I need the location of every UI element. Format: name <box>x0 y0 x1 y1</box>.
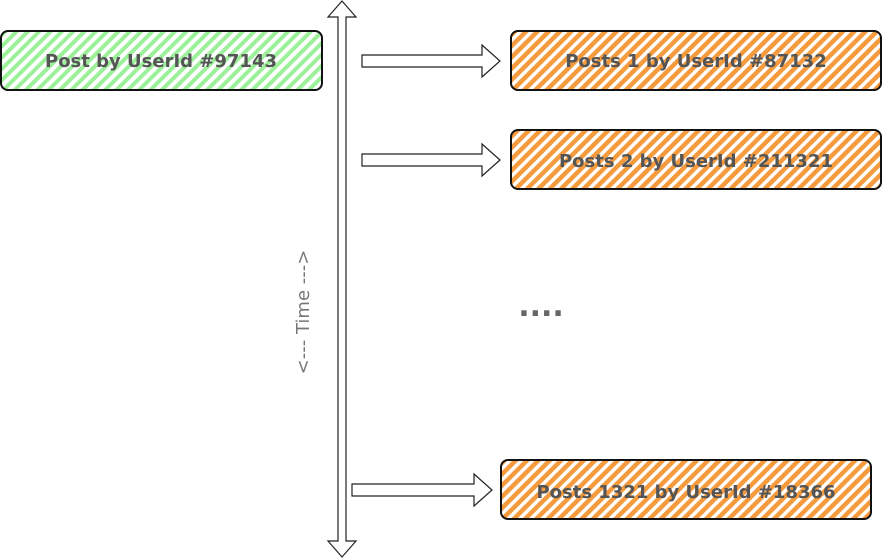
related-post-label-3: Posts 1321 by UserId #18366 <box>536 482 835 503</box>
related-post-label-2: Posts 2 by UserId #211321 <box>559 151 833 172</box>
arrow-to-post-1 <box>361 43 501 79</box>
related-post-box-3: Posts 1321 by UserId #18366 <box>500 459 872 520</box>
arrow-to-post-3 <box>351 472 493 508</box>
arrow-to-post-2 <box>361 142 501 178</box>
related-post-box-2: Posts 2 by UserId #211321 <box>510 129 882 190</box>
related-post-label-1: Posts 1 by UserId #87132 <box>565 51 827 72</box>
source-post-label: Post by UserId #97143 <box>45 51 277 72</box>
ellipsis-more-posts: .... <box>518 289 564 324</box>
source-post-box: Post by UserId #97143 <box>0 30 323 91</box>
related-post-box-1: Posts 1 by UserId #87132 <box>510 30 882 91</box>
time-axis-label: <--- Time ---> <box>293 250 314 375</box>
time-axis-arrow <box>326 0 358 558</box>
